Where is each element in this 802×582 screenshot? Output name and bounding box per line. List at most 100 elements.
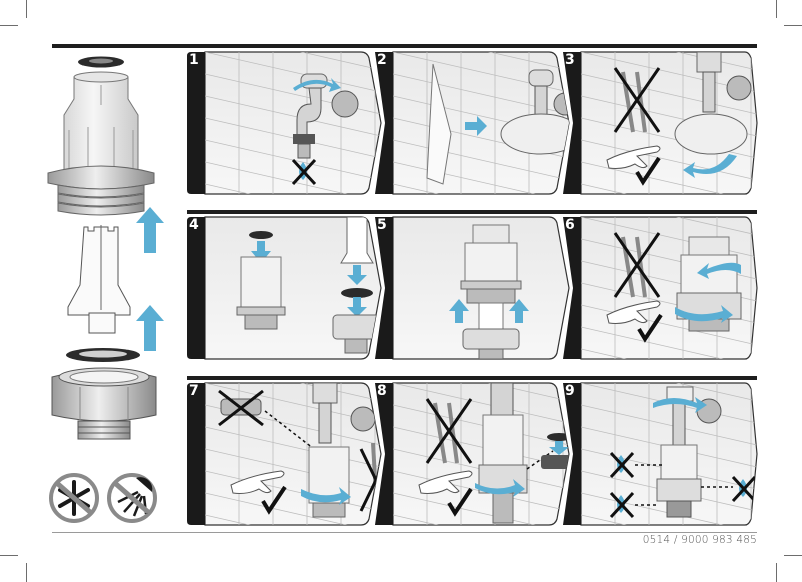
step-number: 7	[189, 383, 199, 399]
right-arrow-icon	[465, 116, 487, 136]
down-arrow-icon	[347, 297, 367, 317]
panel-background	[392, 382, 570, 526]
no-leak-cross-icon	[609, 451, 635, 479]
step-number: 8	[377, 383, 387, 399]
rotate-arrow-icon	[697, 262, 741, 279]
no-frost-icon	[49, 473, 99, 523]
checkmark-icon	[635, 156, 661, 186]
seal-icon	[341, 288, 373, 298]
crop-mark-br-v	[776, 563, 777, 582]
filter-housing-icon	[308, 446, 350, 518]
no-aerator-cross-icon	[218, 389, 264, 427]
up-arrow-icon	[509, 299, 529, 323]
filter-insert-icon	[340, 217, 374, 264]
filter-assembly-icon	[656, 444, 702, 518]
step-panel-3: 3	[563, 51, 758, 195]
parts-exploded-view	[44, 55, 174, 525]
seal-icon	[249, 231, 273, 239]
step-panel-8: 8	[375, 382, 570, 526]
warning-icons	[48, 472, 160, 524]
dashed-leader	[526, 450, 554, 470]
filter-housing-icon	[460, 224, 522, 304]
crop-mark-br-h	[784, 555, 802, 556]
rotate-arrow-icon	[293, 78, 341, 92]
transparent-filter-housing	[47, 71, 155, 216]
crop-mark-bl-h	[0, 555, 18, 556]
row3-rule	[187, 376, 757, 380]
document-number: 0514 / 9000 983 485	[642, 534, 757, 546]
step-tab	[187, 52, 205, 194]
hand-icon	[418, 470, 473, 494]
crop-mark-tl-v	[26, 0, 27, 18]
tap-icon	[312, 383, 376, 444]
step-tab	[187, 217, 205, 359]
step-number: 1	[189, 52, 199, 68]
rotate-arrow-icon	[653, 397, 707, 413]
union-nut-icon	[332, 314, 380, 354]
row2-rule	[187, 210, 757, 214]
checkmark-icon	[261, 485, 287, 515]
tap-icon	[696, 52, 752, 113]
step-tab	[563, 52, 581, 194]
rotate-arrow-icon	[683, 154, 737, 178]
no-sunlight-icon	[107, 473, 157, 523]
footer-rule	[52, 532, 757, 533]
no-leak-cross-icon	[609, 491, 635, 519]
checkmark-icon	[637, 313, 663, 343]
step-tab	[375, 217, 393, 359]
step-number: 4	[189, 217, 199, 233]
step-panel-4: 4	[187, 216, 382, 360]
checkmark-icon	[447, 487, 473, 517]
crop-mark-tl-h	[0, 25, 18, 26]
step-number: 3	[565, 52, 575, 68]
step-tab	[563, 217, 581, 359]
step-panel-6: 6	[563, 216, 758, 360]
step-panel-9: 9	[563, 382, 758, 526]
step-tab	[563, 383, 581, 525]
seal-icon	[547, 433, 569, 441]
flat-seal-top	[78, 56, 124, 68]
hand-icon	[230, 470, 285, 494]
step-number: 5	[377, 217, 387, 233]
down-arrow-icon	[347, 265, 367, 285]
no-leak-cross-icon	[731, 475, 757, 503]
arrow-up-icon	[136, 305, 164, 351]
step-number: 6	[565, 217, 575, 233]
step-number: 9	[565, 383, 575, 399]
rotate-arrow-icon	[675, 305, 733, 323]
up-arrow-icon	[449, 299, 469, 323]
cloth-icon	[426, 63, 452, 185]
step-panel-5: 5	[375, 216, 570, 360]
no-pliers-cross-icon	[425, 398, 473, 464]
arrow-up-icon	[136, 207, 164, 253]
union-nut-icon	[462, 328, 520, 359]
filter-insert	[67, 225, 131, 334]
union-nut-connector	[51, 367, 157, 440]
flat-seal-bottom	[66, 348, 140, 362]
step-number: 2	[377, 52, 387, 68]
step-panel-1: 1	[187, 51, 382, 195]
hand-icon	[606, 145, 661, 169]
rotate-arrow-icon	[475, 479, 525, 497]
wrapped-cloth-icon	[674, 113, 748, 155]
step-tab	[375, 383, 393, 525]
down-arrow-icon	[251, 241, 271, 263]
panel-background	[204, 51, 382, 195]
crop-mark-bl-v	[26, 563, 27, 582]
wrapped-cloth-icon	[500, 113, 569, 155]
crop-mark-tr-v	[776, 0, 777, 18]
rotate-arrow-icon	[301, 487, 351, 505]
step-panel-7: 7	[187, 382, 382, 526]
down-arrow-icon	[549, 441, 569, 455]
no-pliers-cross-icon	[613, 67, 661, 133]
hand-icon	[606, 300, 661, 324]
filter-housing-icon	[236, 256, 286, 330]
filter-insert-icon	[478, 302, 504, 330]
step-panel-2: 2	[375, 51, 570, 195]
dashed-leader	[264, 410, 328, 460]
no-water-cross-icon	[291, 158, 317, 186]
no-pliers-cross-icon	[613, 232, 661, 298]
crop-mark-tr-h	[784, 25, 802, 26]
step-tab	[375, 52, 393, 194]
step-tab	[187, 383, 205, 525]
